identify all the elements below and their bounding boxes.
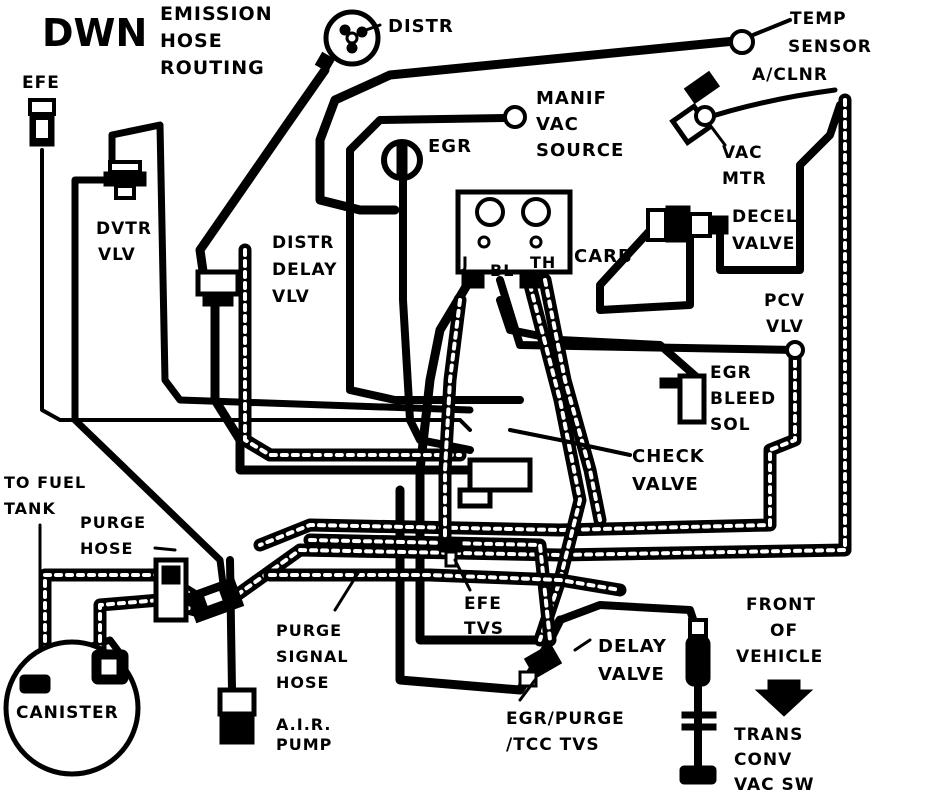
label-vac-mtr-2: MTR [722, 169, 767, 189]
efe-icon [28, 98, 56, 147]
label-purge-signal-2: SIGNAL [276, 647, 349, 666]
label-egr-bleed-1: EGR [710, 363, 752, 383]
front-arrow-icon [754, 679, 814, 717]
label-purge-signal-1: PURGE [276, 621, 342, 640]
label-dvtr-1: DVTR [96, 219, 152, 239]
label-manif-1: MANIF [536, 88, 607, 109]
manif-vac-source-icon [503, 105, 527, 129]
label-front-3: VEHICLE [736, 647, 823, 667]
label-delay-valve-1: DELAY [598, 636, 667, 657]
label-air-pump-1: A.I.R. [276, 715, 331, 734]
label-delay-valve-2: VALVE [598, 664, 665, 685]
trans-conv-vac-sw-icon [679, 711, 717, 785]
hose-decel-2 [716, 101, 844, 274]
label-trans-1: TRANS [734, 725, 803, 745]
vacuum-motor-icon [669, 70, 721, 147]
vacuum-hoses [38, 93, 852, 692]
label-pcv-1: PCV [764, 291, 805, 311]
leader-lines [38, 23, 727, 702]
label-decel-1: DECEL [732, 207, 798, 227]
hose-junction-icon [185, 576, 245, 624]
label-egr-purge-tcc-2: /TCC TVS [506, 735, 600, 755]
label-egr: EGR [428, 136, 472, 157]
label-purge-hose-1: PURGE [80, 513, 146, 532]
hose-manif-vac [346, 114, 524, 404]
label-front-1: FRONT [746, 595, 816, 615]
hose-dvtr-2 [71, 176, 229, 604]
canister-icon [3, 639, 141, 777]
label-check-2: VALVE [632, 474, 699, 495]
label-a-clnr: A/CLNR [752, 65, 828, 85]
label-canister: CANISTER [16, 703, 119, 723]
egr-valve-icon [381, 139, 423, 181]
dvtr-valve-icon [103, 160, 147, 200]
label-dista-delay-3: VLV [272, 287, 310, 307]
pcv-valve-icon [785, 340, 805, 360]
label-dista-delay-1: DISTR [272, 233, 334, 253]
label-egr-bleed-2: BLEED [710, 389, 776, 409]
label-trans-2: CONV [734, 750, 792, 770]
label-carb: CARB [574, 246, 633, 267]
title-line-3: ROUTING [160, 57, 265, 79]
label-carb-port-th: TH [530, 253, 556, 272]
label-egr-purge-tcc-1: EGR/PURGE [506, 709, 625, 729]
label-trans-3: VAC SW [734, 775, 815, 795]
label-purge-hose-2: HOSE [80, 539, 133, 558]
dista-delay-valve-icon [195, 269, 241, 307]
label-efe: EFE [22, 73, 60, 93]
label-check-1: CHECK [632, 446, 705, 467]
hose-temp-sensor [315, 35, 750, 215]
decel-valve-icon [646, 205, 729, 243]
label-fuel-tank-2: TANK [4, 499, 56, 518]
hose-pcv [496, 276, 799, 354]
hose-trans-conv [556, 601, 704, 644]
label-dista-delay-2: DELAY [272, 260, 337, 280]
label-purge-signal-3: HOSE [276, 673, 329, 692]
label-efe-tvs-1: EFE [464, 594, 502, 614]
label-manif-3: SOURCE [536, 140, 624, 161]
hose-distributor [195, 65, 330, 290]
label-manif-2: VAC [536, 114, 579, 135]
delay-valve-icon [685, 618, 711, 687]
carburetor-icon [455, 189, 573, 289]
purge-connector-icon [153, 557, 189, 623]
efe-tvs-icon [439, 537, 463, 568]
egr-bleed-sol-icon [659, 373, 707, 425]
distributor-icon [314, 9, 381, 73]
title-line-2: HOSE [160, 30, 223, 52]
label-air-pump-2: PUMP [276, 735, 332, 754]
hose-carb-j [415, 275, 545, 645]
hose-efe [40, 148, 472, 432]
egr-purge-tcc-tvs-icon [518, 643, 563, 688]
label-dvtr-2: VLV [98, 245, 136, 265]
label-fuel-tank-1: TO FUEL [4, 473, 86, 492]
hose-decel [596, 221, 694, 314]
label-vac-mtr-1: VAC [722, 143, 763, 163]
label-temp-sensor-2: SENSOR [788, 37, 872, 57]
label-dista: DISTR [388, 16, 454, 37]
label-efe-tvs-2: TVS [464, 619, 504, 639]
label-temp-sensor-1: TEMP [790, 9, 847, 29]
air-pump-icon [217, 687, 257, 745]
title-line-1: EMISSION [160, 3, 273, 25]
label-front-2: OF [770, 621, 798, 641]
label-carb-port-bl: BL [490, 261, 514, 280]
title-code: DWN [42, 11, 147, 55]
label-carb-port-j: J [461, 253, 469, 272]
label-pcv-2: VLV [766, 317, 804, 337]
label-decel-2: VALVE [732, 234, 795, 254]
label-egr-bleed-3: SOL [710, 415, 751, 435]
check-valve-icon [457, 428, 632, 509]
hose-dvtr [108, 121, 474, 414]
